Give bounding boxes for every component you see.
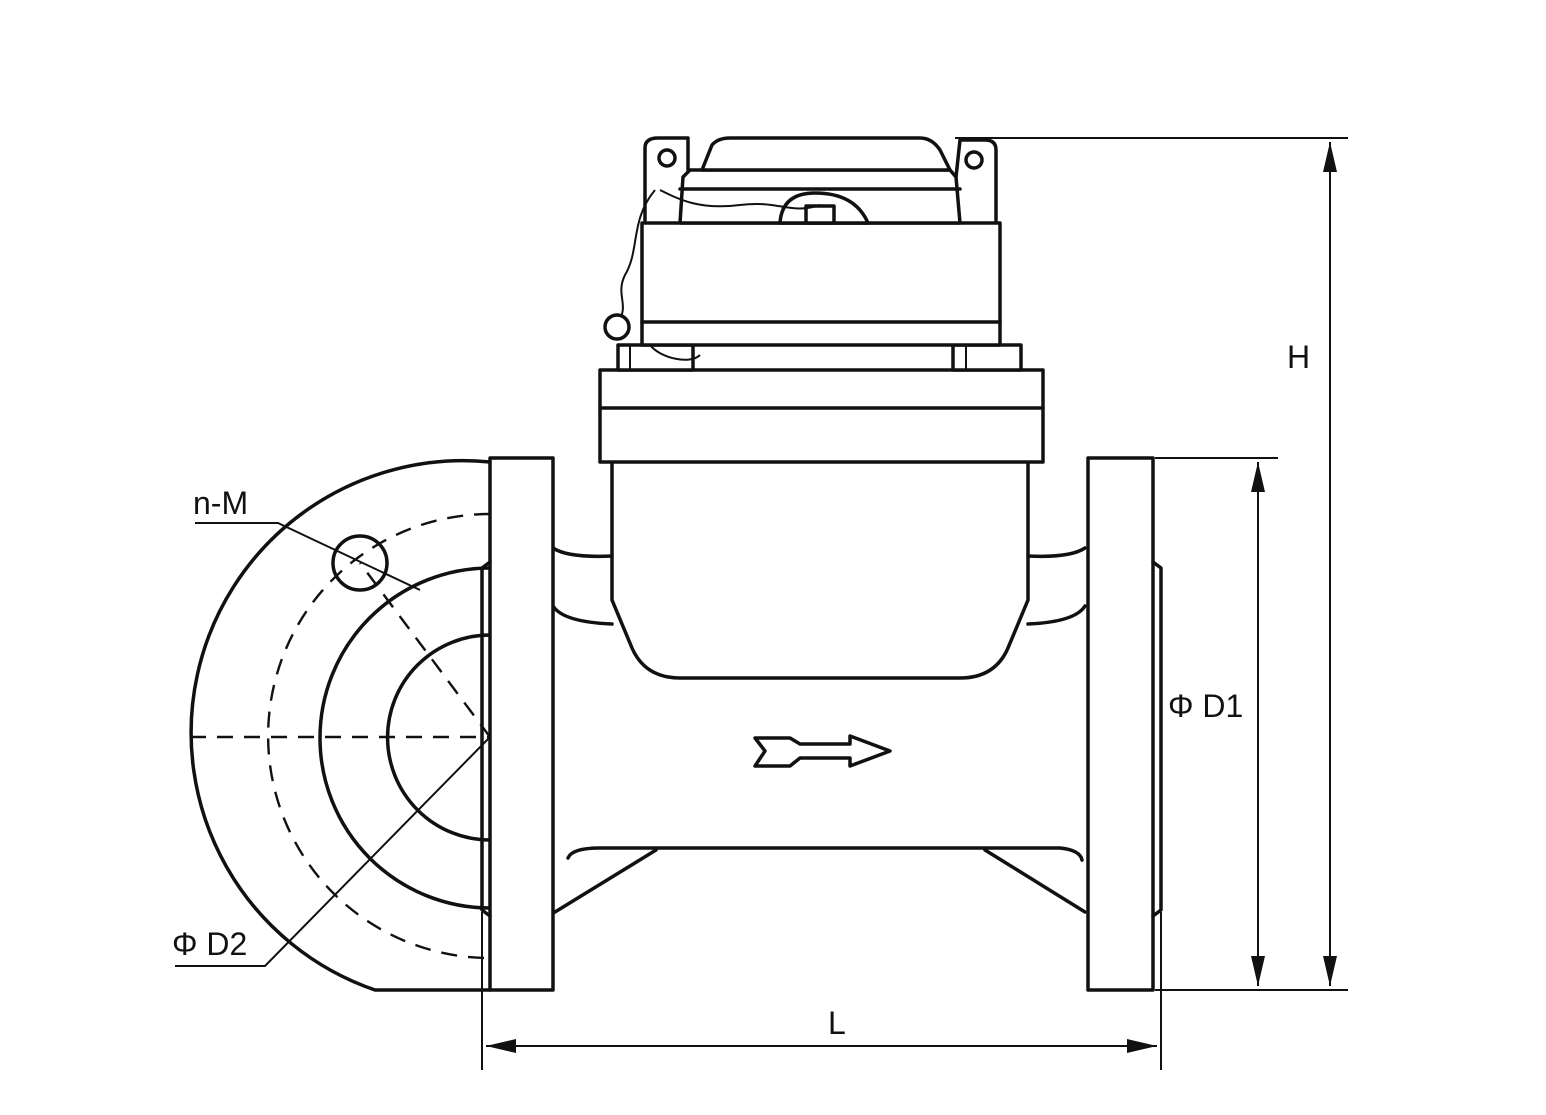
- flow-arrow-icon: [753, 734, 892, 768]
- dimension-lines: [175, 137, 1348, 1070]
- seal-icon: [603, 313, 631, 341]
- register-cover: [700, 136, 952, 172]
- register-housing: [640, 221, 1002, 347]
- label-length: L: [828, 1005, 846, 1041]
- register-base-flange: [598, 368, 1045, 464]
- label-bolt-circle: Φ D2: [172, 926, 247, 962]
- right-flange: [1086, 456, 1155, 992]
- bolt-circle: [266, 512, 491, 960]
- register-head: [598, 136, 1045, 464]
- left-flange: [488, 456, 555, 992]
- label-flange-od: Φ D1: [1168, 688, 1243, 724]
- bolt-hole: [331, 534, 389, 592]
- seal-wire: [617, 189, 821, 361]
- flanges-side-view: [480, 456, 1163, 992]
- pipe-body: [551, 546, 1087, 914]
- label-height: H: [1287, 339, 1310, 375]
- leader-d2: [175, 736, 491, 967]
- label-bolt-holes: n-M: [193, 485, 248, 521]
- flange-end-view: [189, 458, 492, 992]
- meter-bowl: [610, 460, 1030, 680]
- leader-n-m: [195, 522, 421, 591]
